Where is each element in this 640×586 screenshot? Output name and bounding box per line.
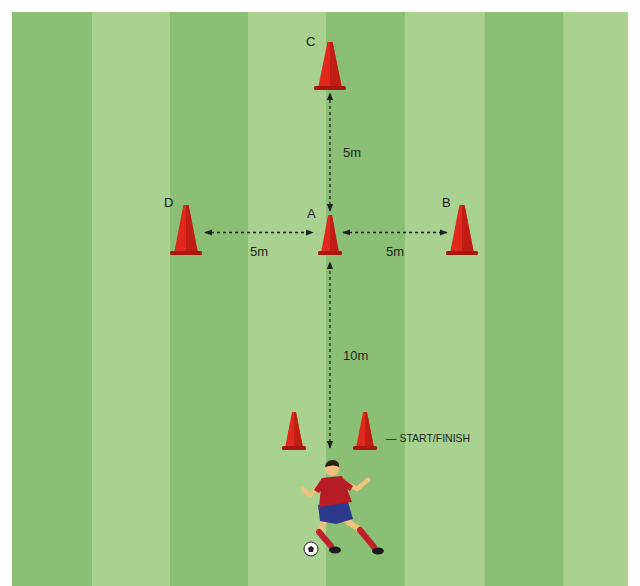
cone-base bbox=[170, 251, 202, 255]
distance-label: 10m bbox=[343, 349, 368, 362]
cone-group bbox=[282, 412, 377, 450]
cone-body bbox=[318, 42, 341, 86]
cone-shade bbox=[186, 205, 198, 251]
grass-stripe bbox=[92, 12, 170, 586]
cone-group bbox=[170, 205, 202, 255]
cone-shade bbox=[462, 205, 474, 251]
cone-letter: B bbox=[442, 196, 451, 209]
cone bbox=[446, 205, 478, 255]
grass-stripe bbox=[12, 12, 92, 586]
distance-arrow bbox=[205, 232, 313, 233]
cone-base bbox=[318, 251, 342, 255]
sock bbox=[319, 532, 331, 546]
cone-body bbox=[174, 205, 197, 251]
cone-marker: A bbox=[318, 215, 342, 255]
cone-marker: D bbox=[170, 205, 202, 255]
grass-stripe bbox=[405, 12, 485, 586]
cone-body bbox=[321, 215, 338, 251]
distance-label: 5m bbox=[250, 245, 268, 258]
cone bbox=[318, 215, 342, 255]
shoe bbox=[372, 548, 384, 555]
distance-label: 5m bbox=[386, 245, 404, 258]
start-finish-label: — START/FINISH bbox=[386, 433, 470, 444]
player bbox=[303, 460, 384, 556]
ball bbox=[304, 542, 318, 556]
hair bbox=[325, 460, 339, 467]
cone-shade bbox=[330, 215, 339, 251]
shoe bbox=[329, 547, 341, 554]
cone-marker: B bbox=[446, 205, 478, 255]
cone-marker: — START/FINISH bbox=[282, 412, 377, 450]
sleeve bbox=[314, 478, 326, 493]
sleeve bbox=[340, 477, 353, 491]
grass-stripe bbox=[170, 12, 248, 586]
cone-group bbox=[318, 215, 342, 255]
grass-stripe bbox=[485, 12, 563, 586]
cone-marker: C bbox=[314, 42, 346, 90]
distance-arrow bbox=[329, 93, 330, 211]
cone-shade bbox=[330, 42, 342, 86]
cone bbox=[353, 412, 377, 450]
cone-shade bbox=[365, 412, 374, 446]
distance-arrow bbox=[329, 262, 330, 448]
cone-base bbox=[353, 446, 377, 450]
shirt bbox=[319, 476, 352, 507]
cone-base bbox=[446, 251, 478, 255]
grass-stripe bbox=[563, 12, 628, 586]
grass-stripe bbox=[248, 12, 326, 586]
distance-arrow bbox=[343, 232, 447, 233]
distance-label: 5m bbox=[343, 146, 361, 159]
cone-body bbox=[285, 412, 302, 446]
cone-group bbox=[446, 205, 478, 255]
cone bbox=[314, 42, 346, 90]
cone-letter: D bbox=[164, 196, 173, 209]
cone-shade bbox=[294, 412, 303, 446]
cone-base bbox=[314, 86, 346, 90]
cone bbox=[282, 412, 306, 450]
cone bbox=[170, 205, 202, 255]
cone-base bbox=[282, 446, 306, 450]
cone-group bbox=[314, 42, 346, 90]
cone-letter: A bbox=[307, 207, 316, 220]
cone-letter: C bbox=[306, 35, 315, 48]
cone-body bbox=[450, 205, 473, 251]
cone-body bbox=[356, 412, 373, 446]
sock bbox=[360, 530, 374, 547]
ball-patch bbox=[308, 546, 314, 552]
